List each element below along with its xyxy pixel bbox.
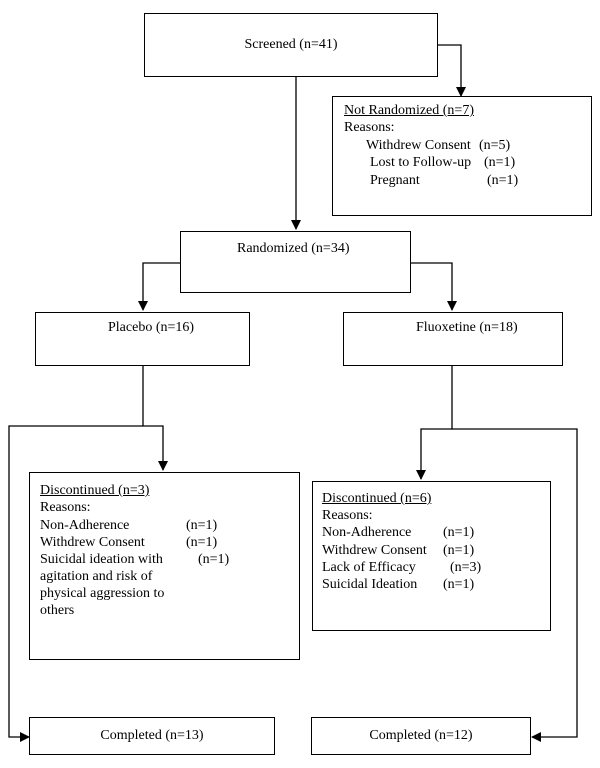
randomized-label: Randomized (n=34) (237, 241, 350, 256)
placebo-reason-continuation: physical aggression to (40, 586, 165, 601)
arrow-screened-to-not-randomized (437, 44, 466, 97)
placebo-reason-count: (n=1) (186, 535, 218, 550)
arrow-randomized-to-fluoxetine (411, 262, 457, 311)
placebo-reason-count: (n=1) (186, 518, 218, 533)
randomized-box: Randomized (n=34) (180, 231, 411, 293)
arrow-placebo-to-completed (8, 425, 143, 742)
placebo-reason-label: Withdrew Consent (40, 535, 145, 550)
placebo-discontinued-title: Discontinued (n=3) (40, 483, 150, 498)
placebo-reason-count: (n=1) (198, 552, 230, 567)
fluoxetine-discontinued-box: Discontinued (n=6) Reasons: Non-Adherenc… (312, 481, 551, 631)
placebo-reason-label: Non-Adherence (40, 518, 130, 533)
fluoxetine-discontinued-title: Discontinued (n=6) (322, 491, 432, 506)
placebo-label: Placebo (n=16) (108, 320, 195, 335)
fluoxetine-reason-label: Withdrew Consent (322, 543, 427, 558)
not-randomized-reason-label: Lost to Follow-up (370, 155, 472, 170)
fluoxetine-completed-box: Completed (n=12) (311, 717, 531, 755)
placebo-reasons-label: Reasons: (40, 500, 91, 515)
placebo-completed-label: Completed (n=13) (100, 728, 204, 743)
not-randomized-reason-label: Pregnant (370, 173, 420, 188)
not-randomized-reason-count: (n=5) (479, 138, 511, 153)
placebo-reason-continuation: agitation and risk of (40, 569, 153, 584)
not-randomized-reason-count: (n=1) (487, 173, 519, 188)
placebo-reason-continuation: others (40, 603, 75, 618)
not-randomized-title: Not Randomized (n=7) (344, 103, 474, 118)
fluoxetine-label: Fluoxetine (n=18) (416, 320, 518, 335)
fluoxetine-reason-label: Suicidal Ideation (322, 577, 418, 592)
placebo-discontinued-box: Discontinued (n=3) Reasons: Non-Adherenc… (29, 472, 300, 660)
arrow-randomized-to-placebo (138, 262, 180, 311)
screened-box: Screened (n=41) (144, 13, 438, 77)
fluoxetine-reason-count: (n=3) (450, 560, 482, 575)
not-randomized-reasons-label: Reasons: (344, 120, 395, 135)
arrow-fluoxetine-to-discontinued (416, 366, 453, 480)
arrow-fluoxetine-to-completed (452, 428, 578, 742)
fluoxetine-reason-label: Lack of Efficacy (322, 560, 416, 575)
fluoxetine-reason-count: (n=1) (443, 577, 475, 592)
fluoxetine-box: Fluoxetine (n=18) (343, 312, 563, 366)
fluoxetine-reasons-label: Reasons: (322, 508, 373, 523)
not-randomized-reason-label: Withdrew Consent (366, 138, 471, 153)
arrow-placebo-to-discontinued (142, 366, 168, 471)
placebo-completed-box: Completed (n=13) (29, 717, 275, 755)
fluoxetine-reason-label: Non-Adherence (322, 525, 412, 540)
not-randomized-reason-count: (n=1) (484, 155, 516, 170)
screened-label: Screened (n=41) (244, 37, 338, 52)
placebo-box: Placebo (n=16) (35, 312, 250, 366)
placebo-reason-label: Suicidal ideation with (40, 552, 163, 567)
not-randomized-box: Not Randomized (n=7) Reasons: Withdrew C… (332, 96, 592, 216)
fluoxetine-reason-count: (n=1) (443, 525, 475, 540)
fluoxetine-reason-count: (n=1) (443, 543, 475, 558)
fluoxetine-completed-label: Completed (n=12) (369, 728, 473, 743)
